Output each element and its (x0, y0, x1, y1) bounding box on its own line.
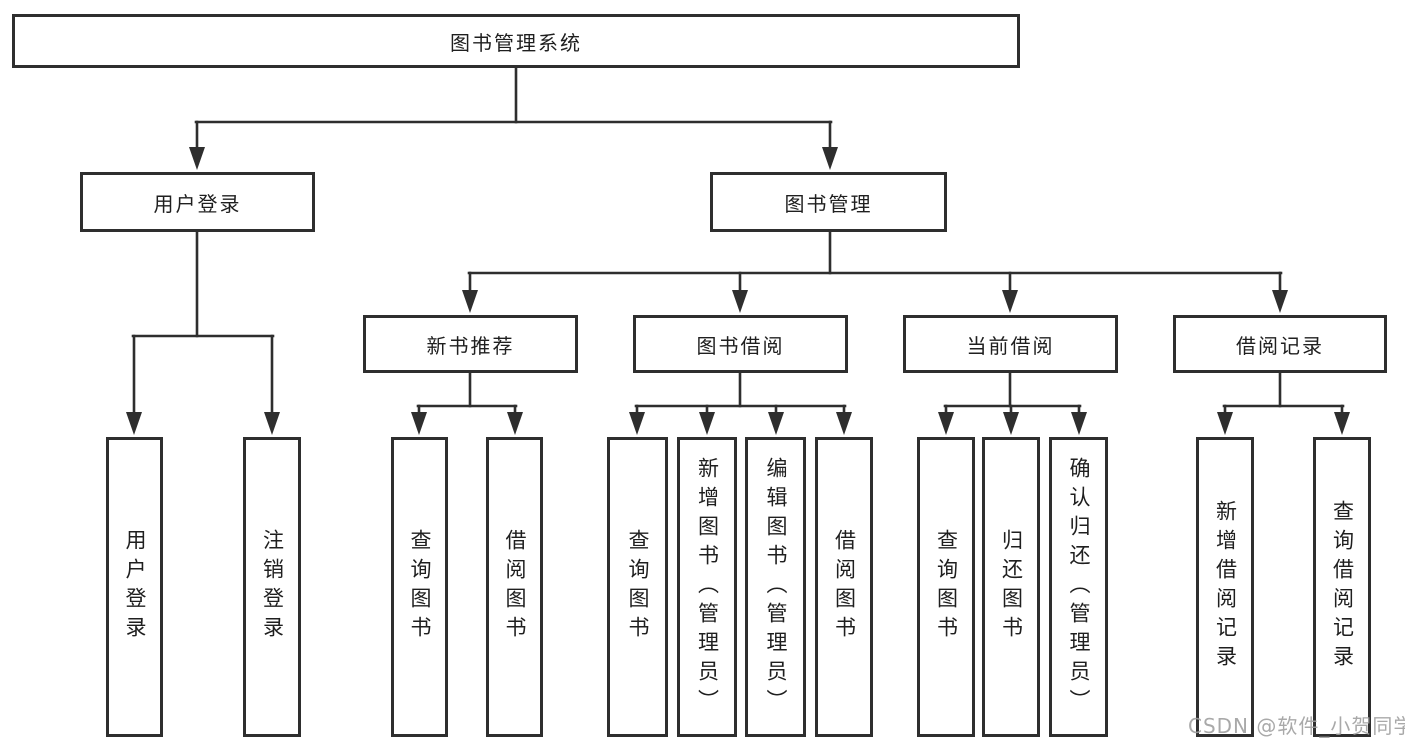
node-book-management: 图书管理 (710, 172, 947, 232)
node-user-login: 用户登录 (80, 172, 315, 232)
leaf-logout: 注销登录 (243, 437, 301, 737)
node-new-book-recommend: 新书推荐 (363, 315, 578, 373)
leaf-query-books-recommend: 查询图书 (391, 437, 448, 737)
leaf-return-books: 归还图书 (982, 437, 1040, 737)
leaf-user-login: 用户登录 (106, 437, 163, 737)
leaf-add-book-admin: 新增图书（管理员） (677, 437, 737, 737)
node-book-borrow: 图书借阅 (633, 315, 848, 373)
leaf-query-books-borrow: 查询图书 (607, 437, 668, 737)
leaf-borrow-books-recommend: 借阅图书 (486, 437, 543, 737)
node-root: 图书管理系统 (12, 14, 1020, 68)
leaf-query-borrow-record: 查询借阅记录 (1313, 437, 1371, 737)
node-current-borrow: 当前借阅 (903, 315, 1118, 373)
leaf-query-books-current: 查询图书 (917, 437, 975, 737)
watermark: CSDN @软件_小贺同学 (1188, 714, 1405, 738)
leaf-borrow-books: 借阅图书 (815, 437, 873, 737)
leaf-confirm-return-admin: 确认归还（管理员） (1049, 437, 1108, 737)
leaf-add-borrow-record: 新增借阅记录 (1196, 437, 1254, 737)
leaf-edit-book-admin: 编辑图书（管理员） (745, 437, 806, 737)
node-borrow-records: 借阅记录 (1173, 315, 1387, 373)
